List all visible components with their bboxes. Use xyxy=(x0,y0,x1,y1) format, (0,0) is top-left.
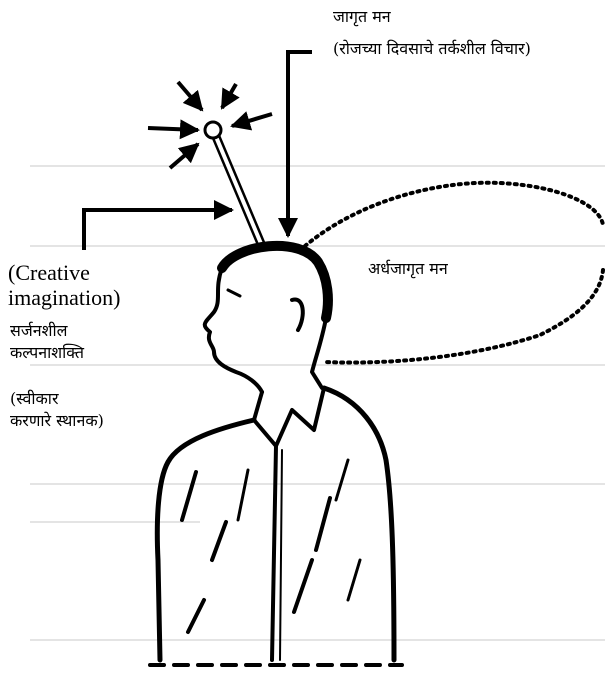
creative-imagination-en-line2: imagination) xyxy=(8,285,120,310)
thought-cloud-icon xyxy=(305,183,603,363)
subconscious-mind-label: अर्धजागृत मन xyxy=(368,258,448,280)
creative-imagination-english: (Creative imagination) xyxy=(8,260,120,310)
conscious-mind-description: (रोजच्या दिवसाचे तर्कशील विचार) xyxy=(333,38,531,60)
creative-imagination-mr-line2: कल्पनाशक्ति xyxy=(10,342,84,364)
receiving-station-line2: करणारे स्थानक) xyxy=(10,410,104,432)
person-silhouette-icon xyxy=(150,246,402,665)
conscious-mind-title: जागृत मन xyxy=(333,6,391,28)
creative-imagination-mr-line1: सर्जनशील xyxy=(10,320,84,342)
pointer-arrow-icon xyxy=(288,52,312,236)
pointer-arrow-icon xyxy=(84,210,232,250)
receiving-station-line1: (स्वीकार xyxy=(10,388,104,410)
antenna-icon xyxy=(205,122,262,246)
creative-imagination-marathi: सर्जनशील कल्पनाशक्ति xyxy=(10,320,84,364)
creative-imagination-en-line1: (Creative xyxy=(8,260,120,285)
receiving-station-label: (स्वीकार करणारे स्थानक) xyxy=(10,388,104,432)
